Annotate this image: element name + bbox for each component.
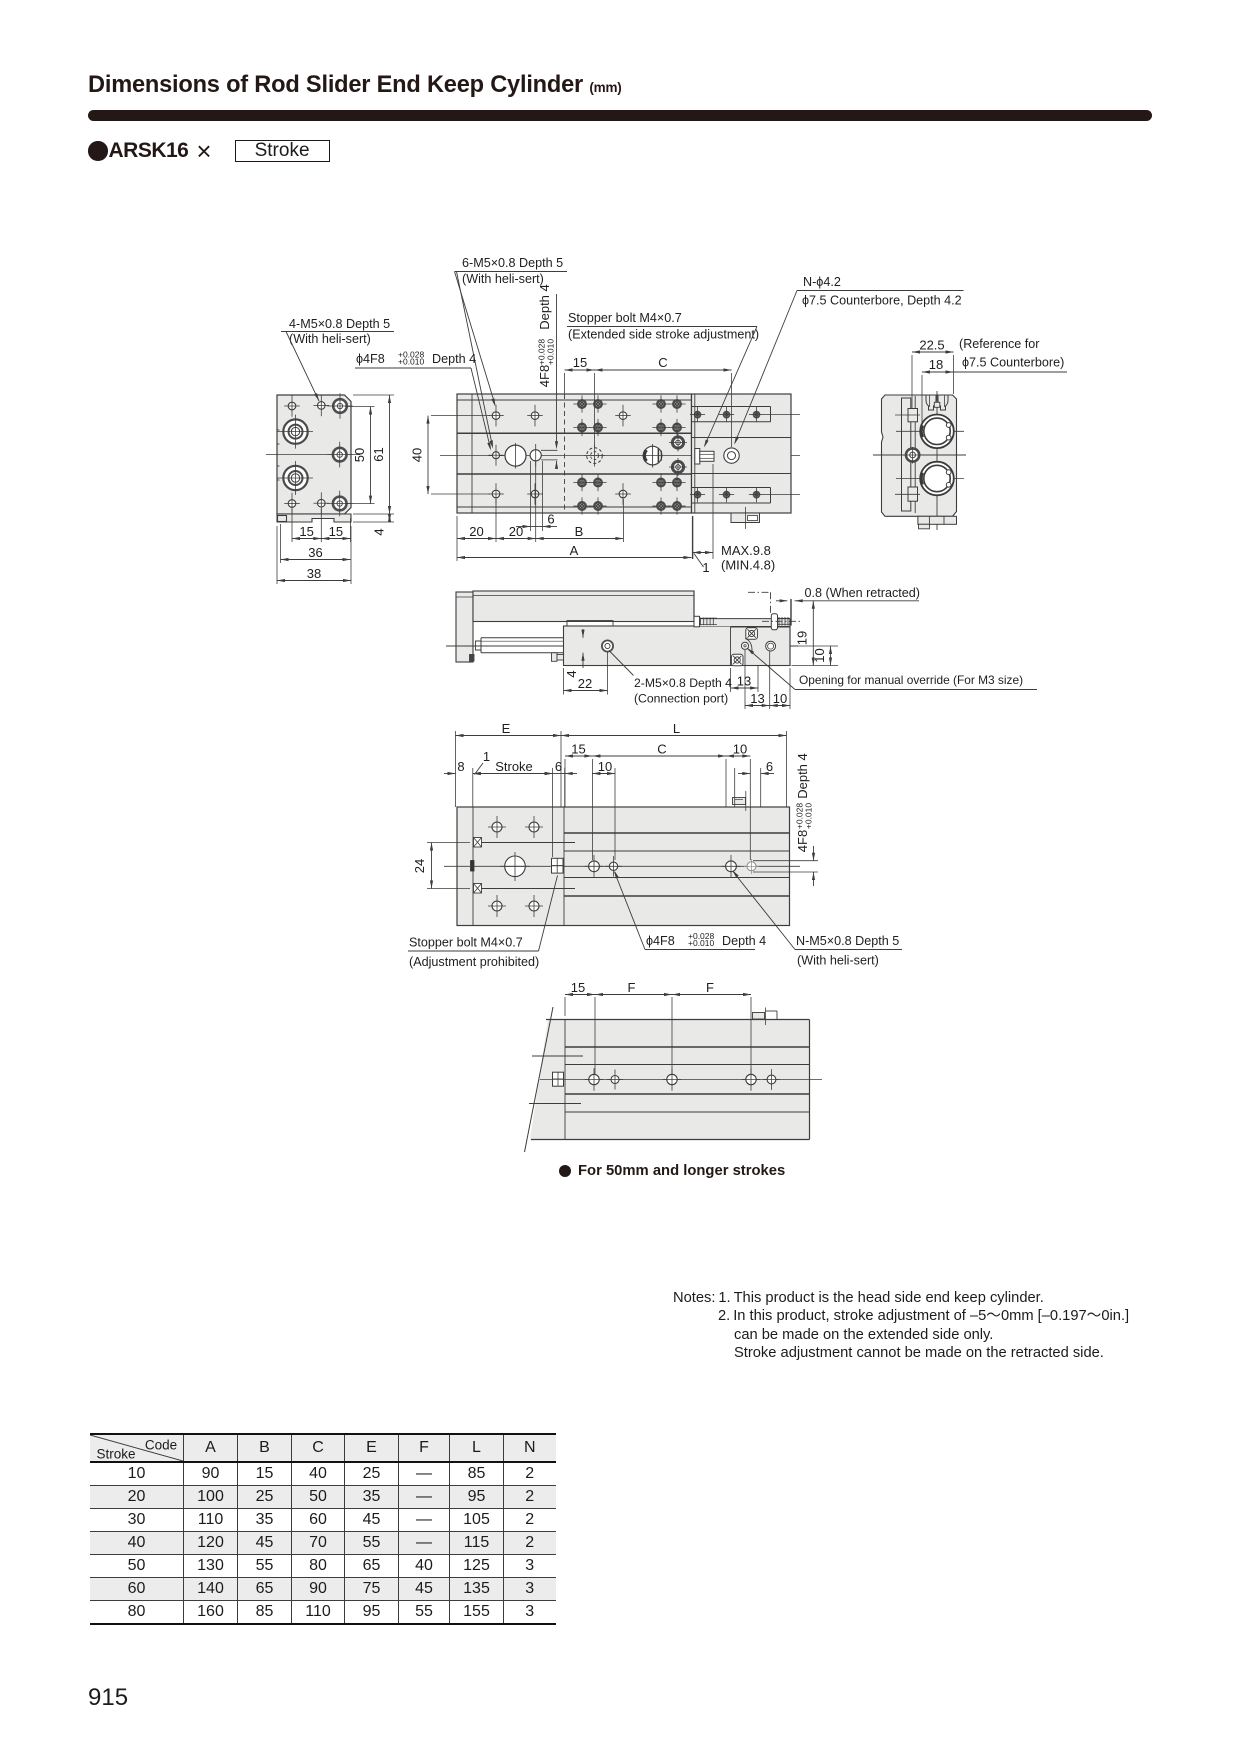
svg-text:18: 18: [929, 357, 943, 372]
svg-text:10: 10: [733, 742, 747, 757]
svg-text:L: L: [673, 721, 680, 736]
svg-text:6-M5×0.8 Depth 5: 6-M5×0.8 Depth 5: [462, 256, 563, 270]
svg-text:+0.028: +0.028: [795, 803, 805, 830]
svg-text:38: 38: [307, 566, 321, 581]
svg-text:6: 6: [555, 759, 562, 774]
svg-text:+0.010: +0.010: [398, 357, 425, 367]
svg-text:N-ϕ4.2: N-ϕ4.2: [803, 275, 841, 289]
svg-text:Stopper bolt M4×0.7: Stopper bolt M4×0.7: [568, 311, 682, 325]
svg-text:0.8 (When retracted): 0.8 (When retracted): [805, 586, 921, 600]
svg-text:+0.028: +0.028: [688, 931, 715, 941]
svg-text:20: 20: [469, 524, 483, 539]
svg-text:C: C: [657, 742, 666, 757]
svg-text:15: 15: [573, 355, 587, 370]
svg-text:(Connection port): (Connection port): [634, 692, 728, 706]
svg-text:+0.028: +0.028: [398, 350, 425, 360]
svg-text:4: 4: [564, 670, 579, 677]
svg-text:B: B: [575, 524, 584, 539]
svg-text:19: 19: [795, 631, 810, 645]
svg-text:Stroke: Stroke: [495, 759, 533, 774]
svg-text:Depth 4: Depth 4: [432, 352, 476, 366]
svg-text:24: 24: [412, 859, 427, 873]
svg-text:(Adjustment prohibited): (Adjustment prohibited): [409, 955, 539, 969]
svg-text:8: 8: [457, 759, 464, 774]
svg-text:10: 10: [773, 691, 787, 706]
svg-text:10: 10: [598, 759, 612, 774]
svg-text:E: E: [502, 721, 511, 736]
svg-text:(With heli-sert): (With heli-sert): [462, 272, 544, 286]
svg-text:(Reference for: (Reference for: [959, 337, 1040, 351]
svg-text:61: 61: [371, 447, 386, 461]
svg-text:ϕ7.5 Counterbore, Depth 4.2: ϕ7.5 Counterbore, Depth 4.2: [802, 294, 962, 308]
svg-text:2-M5×0.8 Depth 4: 2-M5×0.8 Depth 4: [634, 676, 732, 690]
svg-text:40: 40: [410, 448, 425, 462]
svg-text:Opening for manual override (F: Opening for manual override (For M3 size…: [799, 673, 1023, 687]
svg-text:(Extended side stroke adjustme: (Extended side stroke adjustment): [568, 328, 759, 342]
svg-text:ϕ4F8: ϕ4F8: [646, 934, 675, 948]
svg-text:1: 1: [483, 749, 490, 764]
svg-text:Depth 4: Depth 4: [537, 284, 552, 330]
svg-text:(MIN.4.8): (MIN.4.8): [721, 558, 775, 573]
svg-text:15: 15: [329, 524, 343, 539]
svg-text:6: 6: [547, 512, 554, 527]
svg-text:4F8: 4F8: [795, 830, 810, 852]
svg-text:+0.010: +0.010: [546, 339, 556, 366]
svg-text:(With heli-sert): (With heli-sert): [797, 954, 879, 968]
svg-text:F: F: [628, 980, 636, 995]
svg-text:ϕ4F8: ϕ4F8: [356, 352, 385, 366]
svg-text:15: 15: [571, 980, 585, 995]
svg-text:36: 36: [308, 545, 322, 560]
svg-text:10: 10: [812, 648, 827, 662]
svg-text:Stroke: Stroke: [96, 1447, 135, 1462]
svg-text:Stopper bolt M4×0.7: Stopper bolt M4×0.7: [409, 936, 523, 950]
svg-text:+0.028: +0.028: [537, 339, 547, 366]
svg-text:13: 13: [750, 691, 764, 706]
svg-text:22: 22: [578, 676, 592, 691]
svg-text:MAX.9.8: MAX.9.8: [721, 543, 771, 558]
svg-text:C: C: [658, 355, 667, 370]
svg-text:4-M5×0.8 Depth 5: 4-M5×0.8 Depth 5: [289, 317, 390, 331]
svg-text:6: 6: [766, 759, 773, 774]
svg-text:20: 20: [509, 524, 523, 539]
svg-text:Depth 4: Depth 4: [795, 753, 810, 799]
svg-text:F: F: [706, 980, 714, 995]
svg-text:13: 13: [737, 674, 751, 689]
svg-text:1: 1: [702, 560, 709, 575]
svg-text:ϕ7.5 Counterbore): ϕ7.5 Counterbore): [962, 356, 1064, 370]
svg-text:4: 4: [372, 528, 387, 535]
svg-text:50: 50: [352, 448, 367, 462]
svg-text:N-M5×0.8 Depth 5: N-M5×0.8 Depth 5: [796, 934, 899, 948]
svg-text:15: 15: [571, 742, 585, 757]
svg-text:(With heli-sert): (With heli-sert): [289, 332, 371, 346]
svg-text:+0.010: +0.010: [804, 803, 814, 830]
svg-text:4F8: 4F8: [537, 365, 552, 387]
svg-text:Code: Code: [145, 1438, 177, 1453]
svg-text:22.5: 22.5: [919, 338, 944, 353]
svg-text:A: A: [570, 543, 579, 558]
svg-text:15: 15: [299, 524, 313, 539]
svg-text:+0.010: +0.010: [688, 938, 715, 948]
svg-text:Depth 4: Depth 4: [722, 934, 766, 948]
